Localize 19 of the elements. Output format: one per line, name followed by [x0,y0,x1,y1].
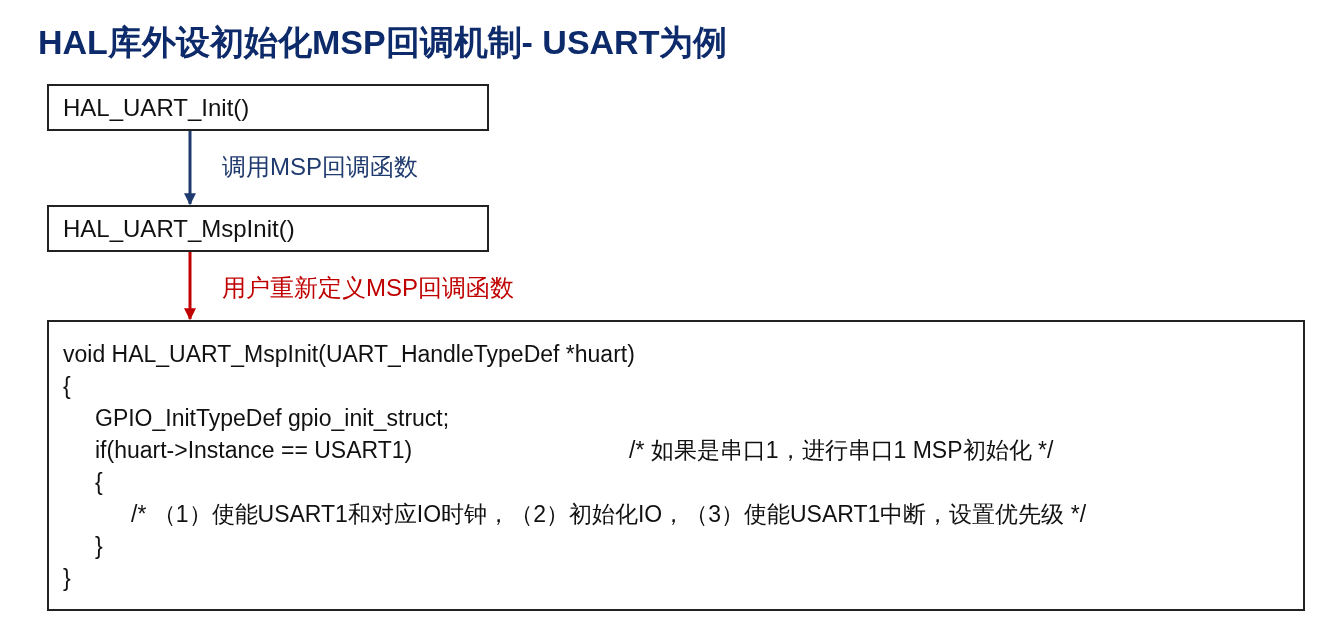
arrow [184,131,196,206]
code-comment: /* 如果是串口1，进行串口1 MSP初始化 */ [629,436,1054,464]
function-box [47,205,489,252]
function-box [47,84,489,131]
code-line: if(huart->Instance == USART1) [95,436,413,464]
code-box [47,320,1305,611]
title: HAL库外设初始化MSP回调机制- USART为例 [38,22,728,63]
code-line: { [63,372,71,400]
code-line: GPIO_InitTypeDef gpio_init_struct; [95,404,450,432]
edge-label: 调用MSP回调函数 [222,152,418,182]
code-comment: /* （1）使能USART1和对应IO时钟，（2）初始化IO，（3）使能USART1中断，设置优先级 */ [131,500,1087,528]
code-line: } [63,564,71,592]
code-line: } [95,532,103,560]
edge-label: 用户重新定义MSP回调函数 [222,273,514,303]
function-name: HAL_UART_Init() [63,93,250,122]
arrow [184,252,196,321]
code-line: { [95,468,103,496]
code-line: void HAL_UART_MspInit(UART_HandleTypeDef *huart) [63,340,635,368]
function-name: HAL_UART_MspInit() [63,214,295,243]
